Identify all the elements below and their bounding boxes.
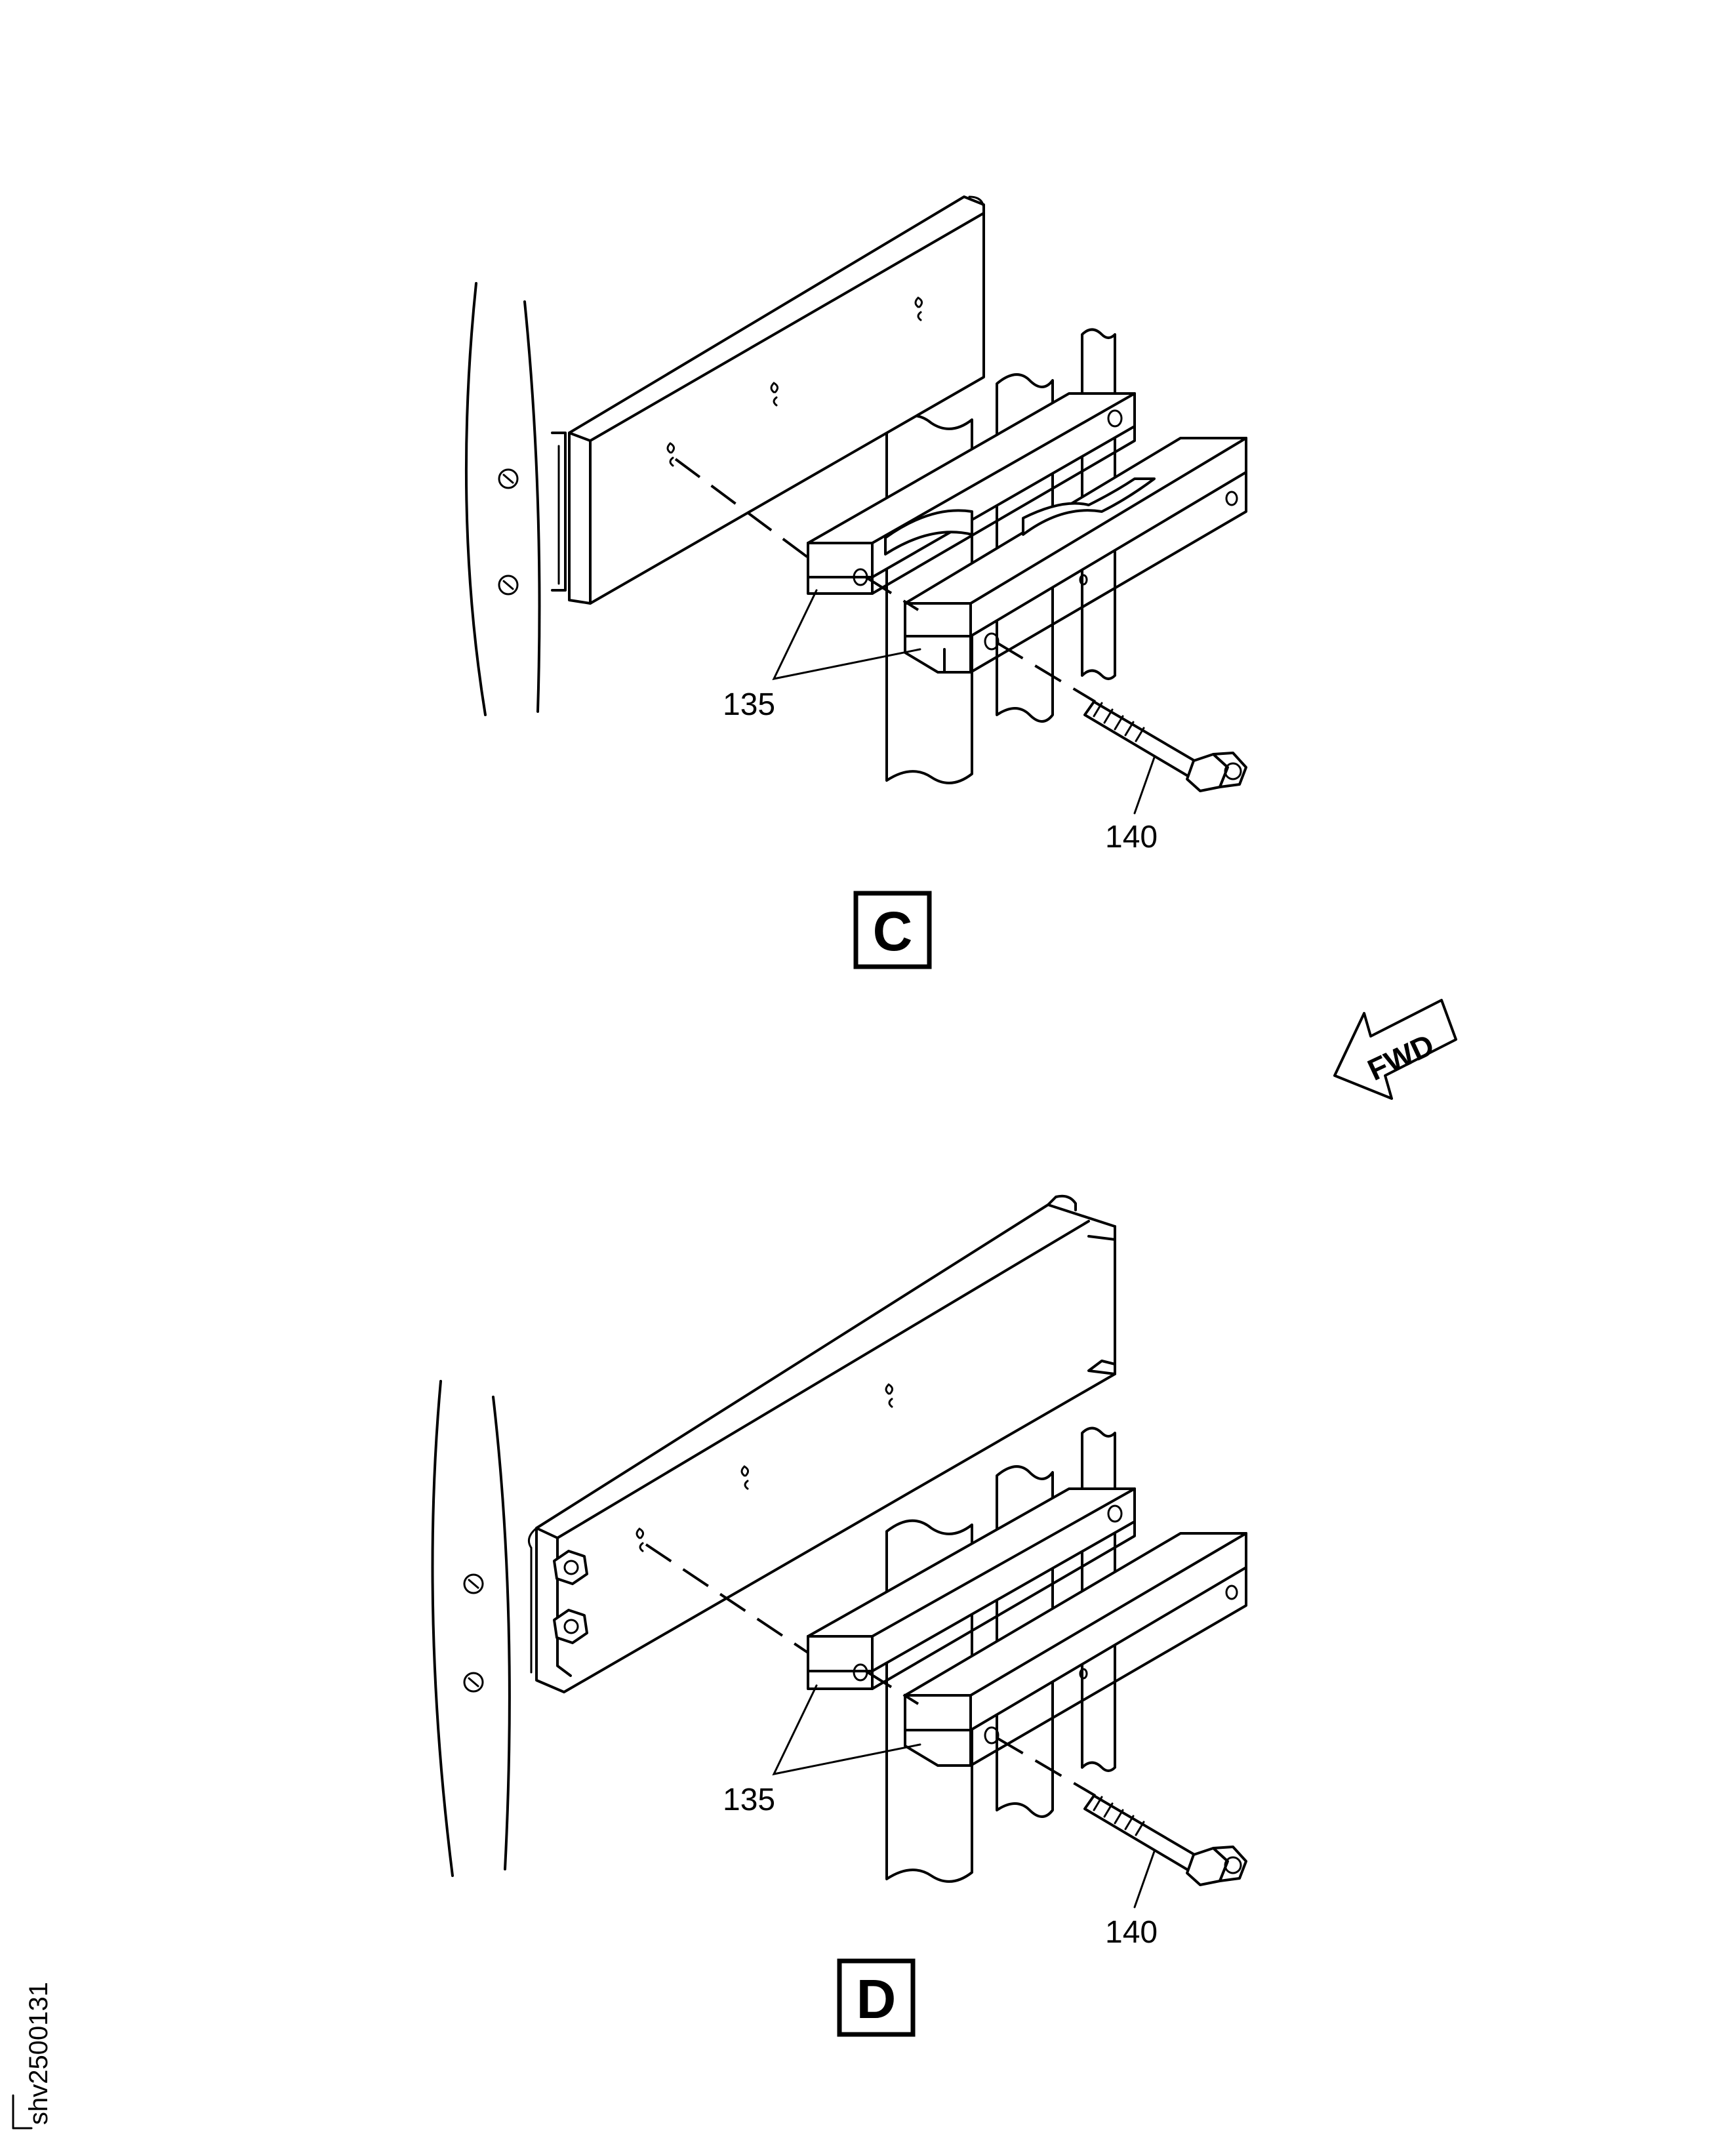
view-label-c-box — [853, 891, 932, 969]
callout-140-view-d: 140 — [1105, 1915, 1158, 1950]
figure-id: shv2500131 — [24, 1982, 53, 2125]
figure-id-block: shv2500131 — [12, 1982, 53, 2130]
view-d-assembly: 135 140 D — [431, 1194, 1247, 2037]
callout-140-view-c: 140 — [1105, 820, 1158, 855]
callout-135-view-d: 135 — [723, 1783, 775, 1817]
view-c-assembly: 135 140 C — [464, 195, 1248, 969]
view-label-d-box — [837, 1958, 916, 2037]
view-label-d: D — [857, 1968, 897, 2030]
view-label-c: C — [873, 900, 913, 962]
callout-135-view-c: 135 — [723, 687, 775, 722]
forward-arrow-icon: FWD — [1333, 999, 1457, 1100]
